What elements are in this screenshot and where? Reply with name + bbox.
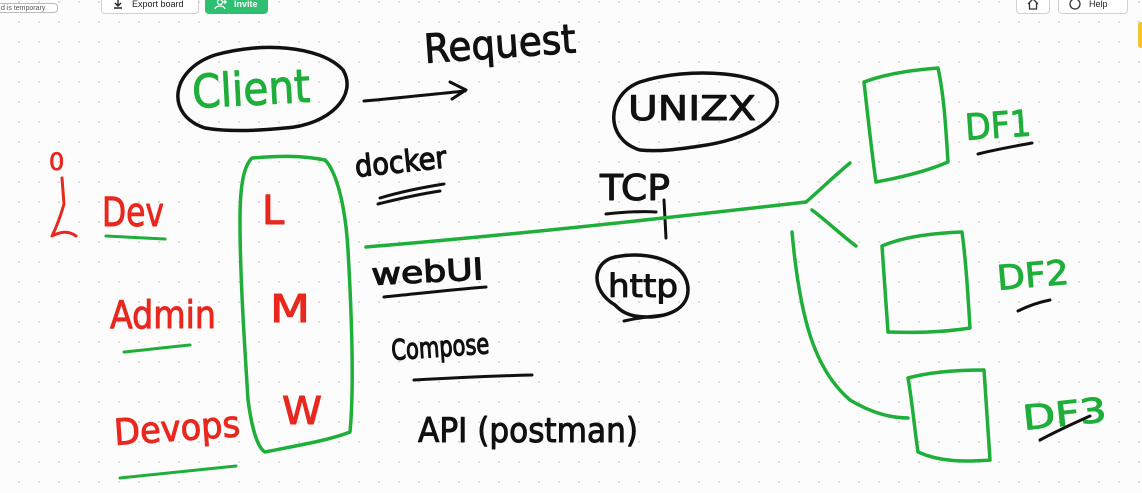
webui-text: webUI bbox=[371, 252, 485, 293]
request-text: Request bbox=[422, 16, 577, 72]
dev-underline bbox=[104, 234, 167, 241]
df2-label: DF2 bbox=[995, 253, 1070, 299]
df2-box bbox=[880, 230, 972, 335]
df3-box bbox=[906, 368, 992, 463]
http-ellipse bbox=[595, 253, 690, 319]
http-underline bbox=[622, 313, 666, 323]
temporary-board-notice: d is temporary bbox=[0, 3, 58, 13]
compose-underline bbox=[412, 373, 534, 382]
admin-underline bbox=[122, 343, 192, 354]
add-user-icon bbox=[214, 0, 227, 10]
df1-underline bbox=[976, 141, 1034, 156]
nginx-text: UNIZX bbox=[628, 89, 756, 129]
letter-l: L bbox=[262, 188, 285, 234]
api-text: API (postman) bbox=[418, 411, 638, 451]
df3-label: DF3 bbox=[1021, 390, 1109, 439]
letter-w: W bbox=[282, 389, 322, 433]
connection-line bbox=[364, 200, 808, 249]
help-label: Help bbox=[1089, 0, 1108, 9]
compose-text: Compose bbox=[390, 327, 490, 367]
fork-upper bbox=[804, 161, 852, 204]
df2-underline bbox=[1016, 298, 1052, 313]
client-ellipse bbox=[176, 45, 349, 133]
webui-underline bbox=[382, 285, 488, 299]
devops-underline bbox=[118, 464, 238, 480]
download-icon bbox=[114, 0, 122, 9]
side-panel-tab[interactable] bbox=[1138, 22, 1142, 48]
export-board-label: Export board bbox=[132, 0, 184, 9]
temporary-notice-text: d is temporary bbox=[1, 4, 46, 12]
home-icon bbox=[1027, 0, 1039, 10]
fork-long bbox=[790, 230, 910, 420]
role-admin: Admin bbox=[110, 293, 216, 337]
request-arrow bbox=[362, 80, 468, 103]
invite-button[interactable]: Invite bbox=[205, 0, 268, 14]
http-text: http bbox=[608, 267, 678, 305]
letter-m: M bbox=[270, 287, 310, 331]
invite-label: Invite bbox=[234, 0, 258, 9]
tcp-underline bbox=[604, 210, 658, 216]
help-circle-icon bbox=[1069, 0, 1081, 10]
export-board-button[interactable]: Export board bbox=[101, 0, 199, 14]
df1-box bbox=[862, 66, 950, 184]
df1-label: DF1 bbox=[964, 103, 1033, 149]
tcp-text: TCP bbox=[599, 168, 670, 209]
lmw-capsule bbox=[238, 154, 354, 454]
role-devops: Devops bbox=[113, 404, 242, 454]
zero-text: 0 bbox=[49, 148, 64, 176]
chevron-down-icon[interactable] bbox=[82, 0, 92, 4]
docker-text: docker bbox=[353, 140, 449, 184]
role-arrow bbox=[50, 176, 78, 238]
home-button[interactable] bbox=[1016, 0, 1050, 14]
nginx-ellipse bbox=[612, 71, 780, 153]
client-text: Client bbox=[191, 59, 312, 119]
role-dev: Dev bbox=[102, 190, 164, 236]
df3-underline bbox=[1038, 414, 1092, 442]
fork-lower bbox=[810, 208, 858, 248]
help-button[interactable]: Help bbox=[1058, 0, 1128, 14]
docker-underline bbox=[376, 182, 446, 206]
